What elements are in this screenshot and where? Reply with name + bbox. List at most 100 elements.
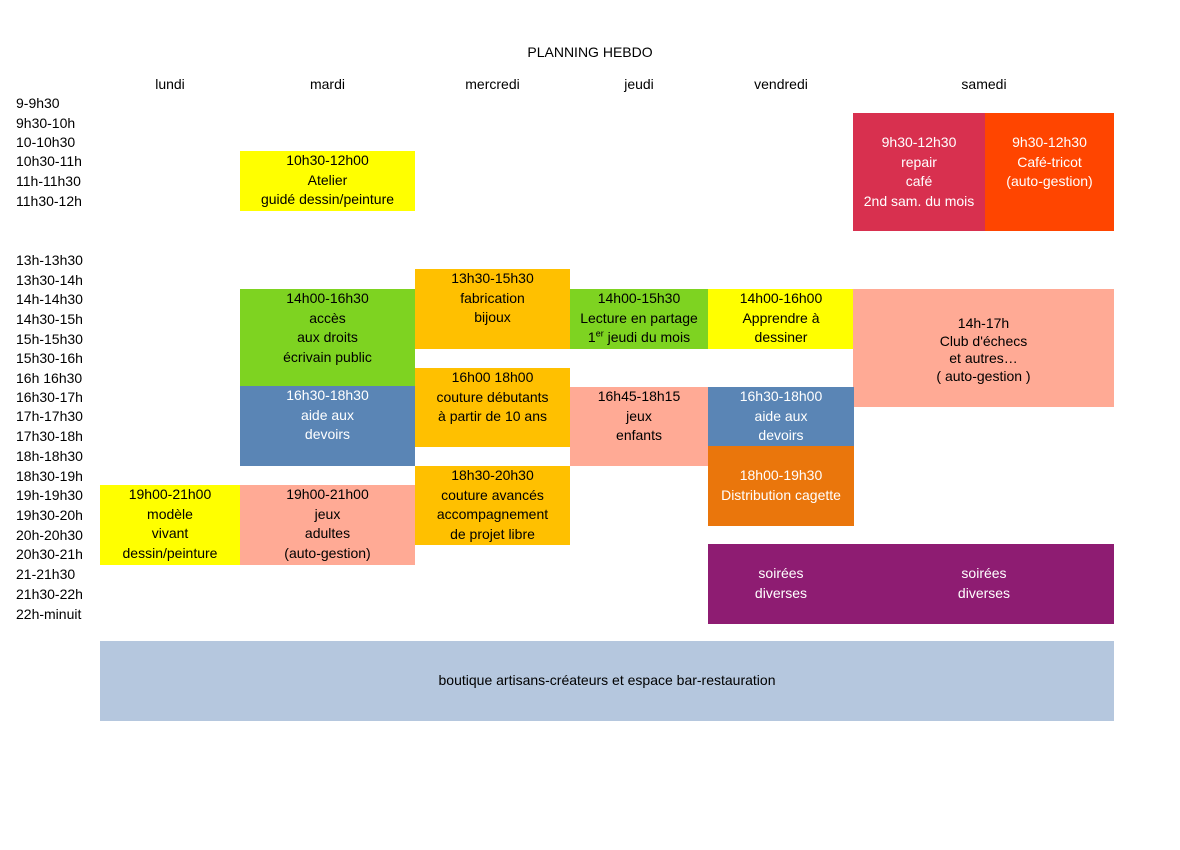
activity-line: jeux [314,505,341,522]
activity-line: diverses [754,584,808,601]
activity-time: 9h30-12h30 [881,134,957,150]
activity-line: fabrication [460,289,525,306]
time-slot: 11h30-12h [16,193,82,209]
day-header-mercredi: mercredi [465,76,520,92]
activity-line: guidé dessin/peinture [260,191,395,208]
activity-time: 16h45-18h15 [597,388,681,404]
time-slot: 13h30-14h [16,272,83,288]
activity-line: et autres… [949,350,1018,366]
activity-line: devoirs [758,427,804,444]
activity-time: 14h-17h [957,315,1010,331]
activity-line-rest: jeudi du mois [603,329,691,346]
activity-mon-modele-vivant: 19h00-21h00 modèle vivant dessin/peintur… [100,485,240,565]
activity-line: (auto-gestion) [284,544,371,561]
activity-line: à partir de 10 ans [438,408,547,425]
time-slot: 20h30-21h [16,546,83,562]
activity-time: 10h30-12h00 [286,152,369,168]
activity-line: couture avancés [441,486,544,503]
activity-fri-dessiner: 14h00-16h00 Apprendre à dessiner [708,289,854,349]
activity-line: aide aux [301,406,354,423]
time-slot: 21-21h30 [16,566,76,582]
activity-fri-aide-devoirs: 16h30-18h00 aide aux devoirs [708,387,854,446]
activity-thu-jeux-enfants: 16h45-18h15 jeux enfants [570,387,708,466]
activity-soirees-band [708,544,1114,624]
activity-tue-atelier: 10h30-12h00 Atelier guidé dessin/peintur… [240,151,415,211]
activity-wed-couture-debutants: 16h00 18h00 couture débutants à partir d… [415,368,570,447]
activity-line: aide aux [754,407,808,424]
activity-line: dessiner [754,329,808,346]
time-slot: 9h30-10h [16,115,76,131]
time-slot: 11h-11h30 [16,173,81,189]
activity-tue-acces-droits: 14h00-16h30 accès aux droits écrivain pu… [240,289,415,386]
activity-line: couture débutants [436,388,549,405]
activity-line: ( auto-gestion ) [936,367,1031,384]
time-slot: 17h30-18h [16,428,83,444]
activity-tue-aide-devoirs: 16h30-18h30 aide aux devoirs [240,386,415,466]
time-slot: 15h30-16h [16,350,83,366]
activity-line: bijoux [474,309,511,326]
time-slot: 10-10h30 [16,134,76,150]
activity-fri-distribution-cagette: 18h00-19h30 Distribution cagette [708,446,854,526]
time-slot: 22h-minuit [16,606,82,622]
activity-time: 9h30-12h30 [1012,134,1087,150]
day-header-vendredi: vendredi [754,76,808,92]
time-slot: 18h30-19h [16,468,83,484]
activity-line: jeux [626,407,652,424]
activity-line: soirées [758,565,804,581]
time-slot: 14h30-15h [16,311,83,327]
activity-line: de projet libre [450,525,535,542]
time-slot: 9-9h30 [16,95,60,111]
time-slot: 17h-17h30 [16,408,83,424]
activity-sat-echecs: 14h-17h Club d'échecs et autres… ( auto-… [853,289,1114,407]
activity-time: 14h00-16h00 [739,290,823,306]
activity-line: Atelier [307,171,348,188]
time-slot: 19h-19h30 [16,487,83,503]
activity-time: 19h00-21h00 [286,486,369,502]
activity-line: aux droits [297,329,358,346]
activity-line: écrivain public [283,348,372,365]
activity-sat-soirees: soirées diverses [854,564,1114,604]
activity-thu-lecture: 14h00-15h30 Lecture en partage 1er jeudi… [570,289,708,349]
activity-time: 16h30-18h00 [739,388,823,404]
activity-sat-repair-cafe: 9h30-12h30 repair café 2nd sam. du mois [853,113,985,231]
page-title: PLANNING HEBDO [527,44,653,60]
time-slot: 14h-14h30 [16,291,83,307]
activity-line: modèle [147,505,193,522]
time-slot: 19h30-20h [16,507,83,523]
activity-time: 19h00-21h00 [128,486,212,502]
activity-line: devoirs [304,426,351,443]
activity-time: 16h30-18h30 [286,387,369,403]
time-slot: 16h30-17h [16,389,83,405]
activity-line: Distribution cagette [721,486,841,503]
boutique-label: boutique artisans-créateurs et espace ba… [438,672,776,689]
activity-time: 14h00-15h30 [597,290,681,306]
activity-line: diverses [957,584,1011,601]
activity-line: repair [901,153,937,170]
time-slot: 10h30-11h [16,153,82,169]
boutique-band: boutique artisans-créateurs et espace ba… [100,641,1114,721]
ordinal-number: 1 [587,329,596,346]
time-slot: 20h-20h30 [16,527,83,543]
time-slot: 16h 16h30 [16,370,83,386]
activity-line: Club d'échecs [939,332,1028,349]
activity-line: enfants [616,427,662,444]
activity-line: adultes [304,525,351,542]
activity-line: café [905,173,933,190]
activity-sat-cafe-tricot: 9h30-12h30 Café-tricot (auto-gestion) [985,113,1114,231]
activity-line: vivant [151,525,189,542]
day-header-mardi: mardi [309,76,345,92]
activity-line: dessin/peinture [122,544,218,561]
activity-line: 1er jeudi du mois [570,328,708,348]
activity-wed-bijoux: 13h30-15h30 fabrication bijoux [415,269,570,349]
activity-line: (auto-gestion) [1006,173,1093,190]
activity-time: 16h00 18h00 [451,369,534,385]
activity-line: accompagnement [436,506,549,523]
activity-time: 13h30-15h30 [451,270,534,286]
time-slot: 15h-15h30 [16,331,83,347]
activity-line: Lecture en partage [580,309,698,326]
activity-time: 14h00-16h30 [286,290,369,306]
activity-line: Café-tricot [1017,153,1082,170]
activity-line: soirées [961,565,1007,581]
activity-line: accès [309,309,346,326]
activity-time: 18h00-19h30 [739,467,823,483]
